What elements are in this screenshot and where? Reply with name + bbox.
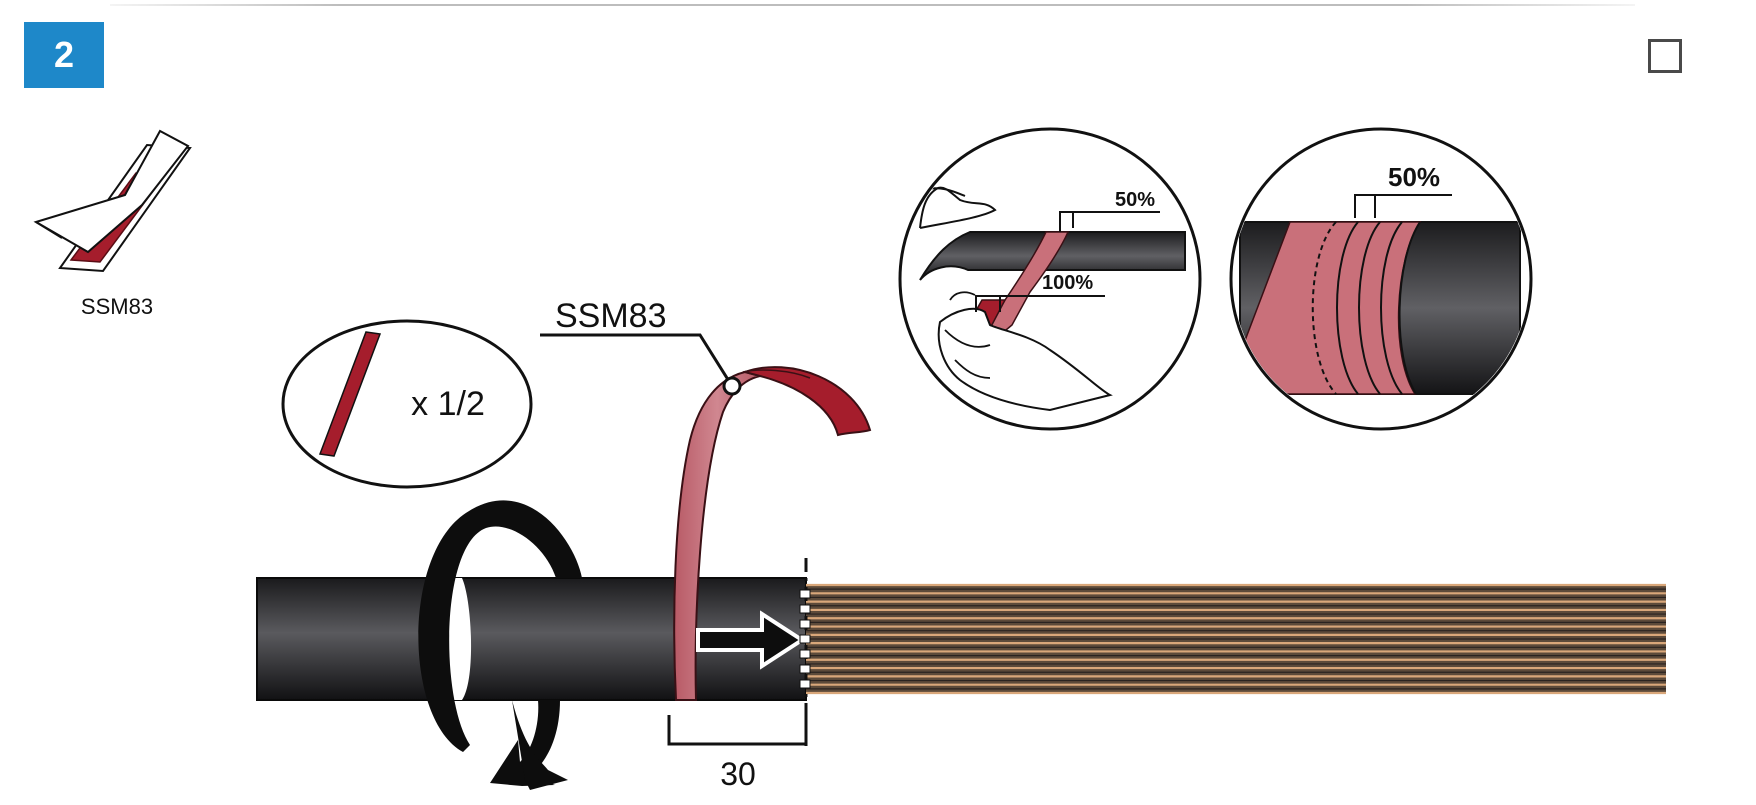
- cable-end-marker: [799, 558, 811, 752]
- tape-callout-leader: [540, 333, 742, 396]
- dimension-line: [667, 715, 808, 746]
- tape-on-cable: [673, 366, 872, 701]
- cut-line-tick: [799, 664, 811, 674]
- detail-overlap-start-100-label: 100%: [1042, 272, 1093, 294]
- cut-line-tick: [799, 634, 811, 644]
- top-divider: [110, 4, 1635, 6]
- step-number-badge: 2: [24, 22, 104, 88]
- detail-overlap-result-50-label: 50%: [1388, 162, 1440, 192]
- step-complete-checkbox[interactable]: [1648, 39, 1682, 73]
- cut-line-tick: [799, 604, 811, 614]
- cut-line-tick: [799, 679, 811, 689]
- dimension-value: 30: [720, 756, 756, 792]
- rotation-arrow-icon: [418, 500, 582, 790]
- cut-line-tick: [799, 649, 811, 659]
- tape-package-icon: [33, 129, 192, 273]
- conductor-bundle: [806, 583, 1666, 695]
- cut-line-tick: [799, 589, 811, 599]
- quantity-text: x 1/2: [411, 385, 485, 423]
- direction-arrow-icon: [696, 610, 806, 670]
- tape-callout-label: SSM83: [555, 297, 667, 335]
- cut-line-tick: [799, 619, 811, 629]
- quantity-callout: [281, 319, 533, 489]
- detail-circle-overlap-start: [898, 127, 1202, 431]
- tape-package-label: SSM83: [81, 294, 153, 319]
- detail-circle-overlap-result: [1229, 127, 1533, 431]
- detail-overlap-start-50-label: 50%: [1115, 189, 1155, 211]
